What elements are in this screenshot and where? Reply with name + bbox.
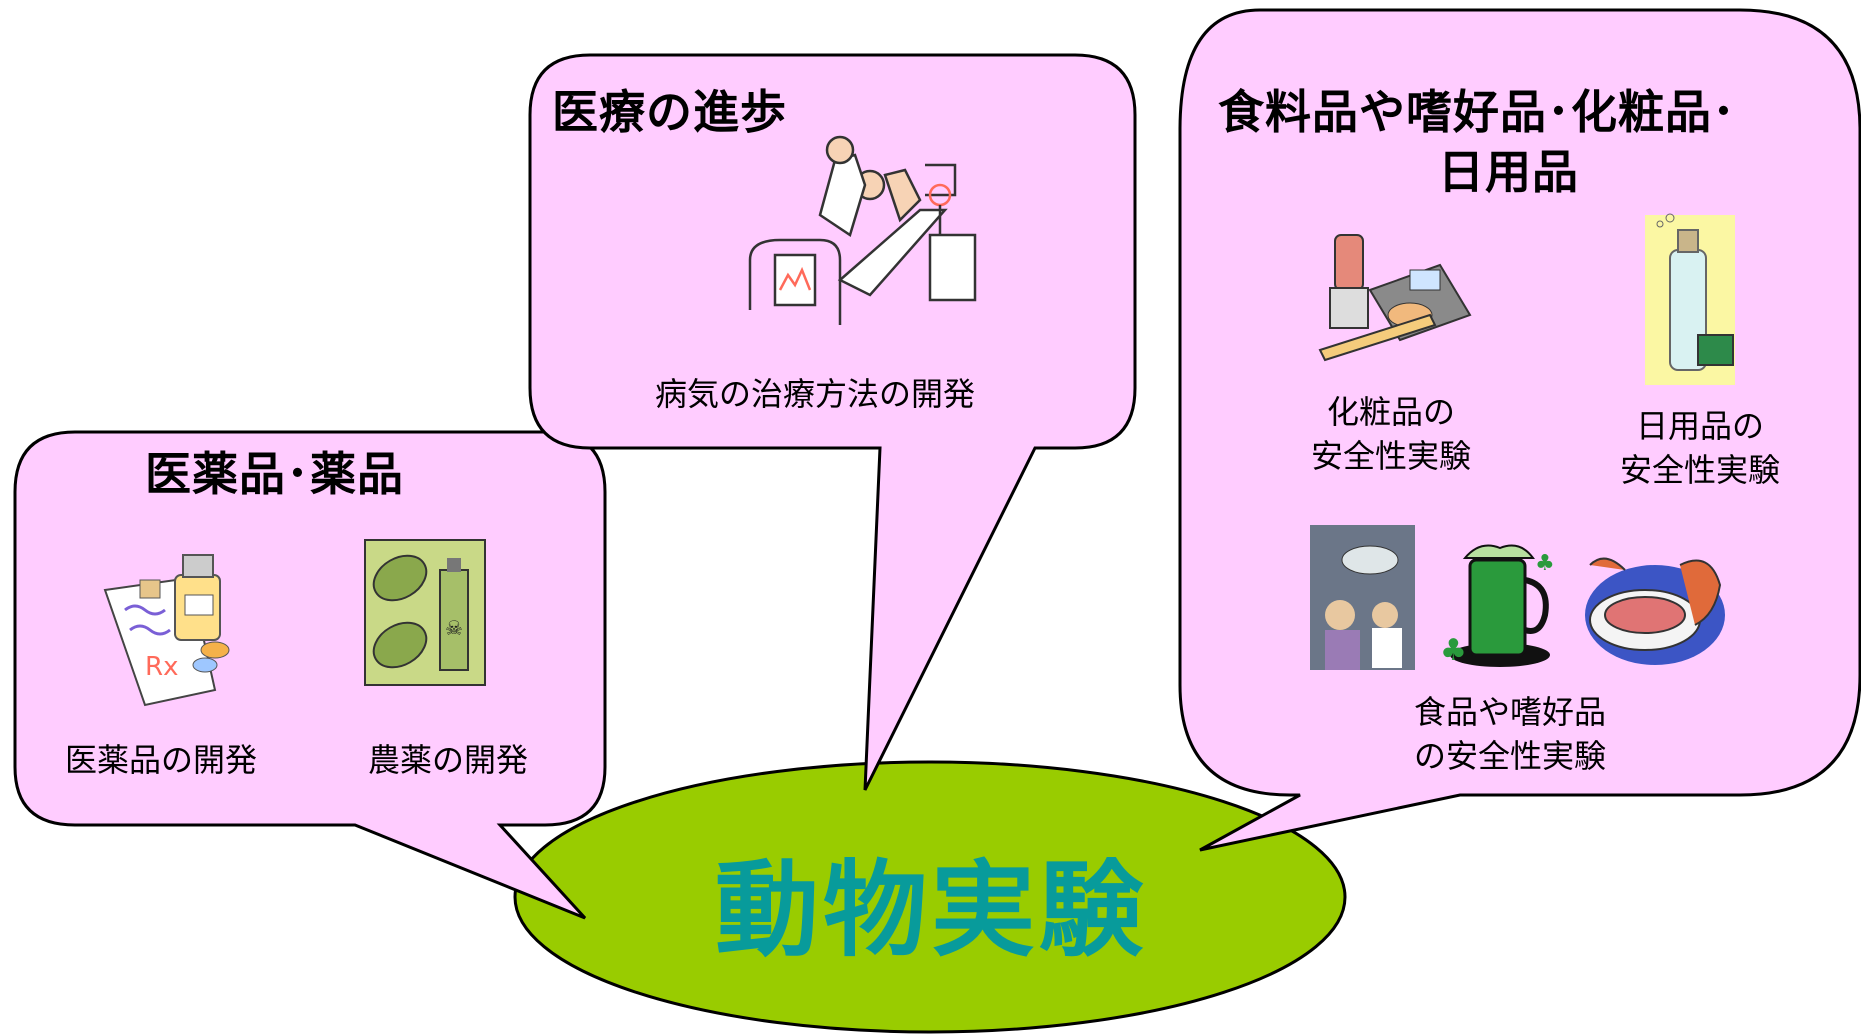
pesticide-icon: ☠ [364,539,486,686]
svg-text:Rx: Rx [145,652,178,682]
drugs-item-medicine-label: 医薬品の開発 [65,741,258,779]
drugs-title: 医薬品･薬品 [145,447,404,501]
cosmetics-label-line1: 化粧品の [1326,393,1455,431]
drugs-item-pesticide-label: 農薬の開発 [368,741,529,779]
daily-goods-label-line1: 日用品の [1635,407,1764,445]
spray-bottle-icon [1645,213,1735,385]
daily-goods-label: 日用品の 安全性実験 [1605,404,1795,492]
medicine-icon: Rx [103,554,230,707]
svg-text:♣: ♣ [1535,551,1555,576]
center-ellipse [513,760,1347,1034]
svg-text:☠: ☠ [445,616,463,640]
cosmetics-label: 化粧品の 安全性実験 [1298,390,1484,478]
tobacco-icon [1310,525,1415,670]
daily-goods-label-line2: 安全性実験 [1619,451,1780,489]
products-title-line1: 食料品や嗜好品･化粧品･ [1218,85,1736,139]
center-label: 動物実験 [715,849,1148,971]
medical-title: 医療の進歩 [552,85,787,139]
bubble-medical [528,53,1137,791]
food-label-line1: 食品や嗜好品 [1413,693,1606,731]
cosmetics-icon [1318,234,1472,362]
medical-item-label: 病気の治療方法の開発 [655,375,976,413]
beer-mug-icon: ♣ ♣ [1440,544,1555,668]
food-label: 食品や嗜好品 の安全性実験 [1390,690,1630,778]
products-title-line2: 日用品 [1438,145,1579,199]
cosmetics-label-line2: 安全性実験 [1310,437,1471,475]
food-label-line2: の安全性実験 [1413,737,1606,775]
meat-icon [1585,557,1725,665]
hospital-patient-icon [748,135,977,325]
bubble-drugs [13,430,607,920]
svg-text:♣: ♣ [1440,633,1467,668]
